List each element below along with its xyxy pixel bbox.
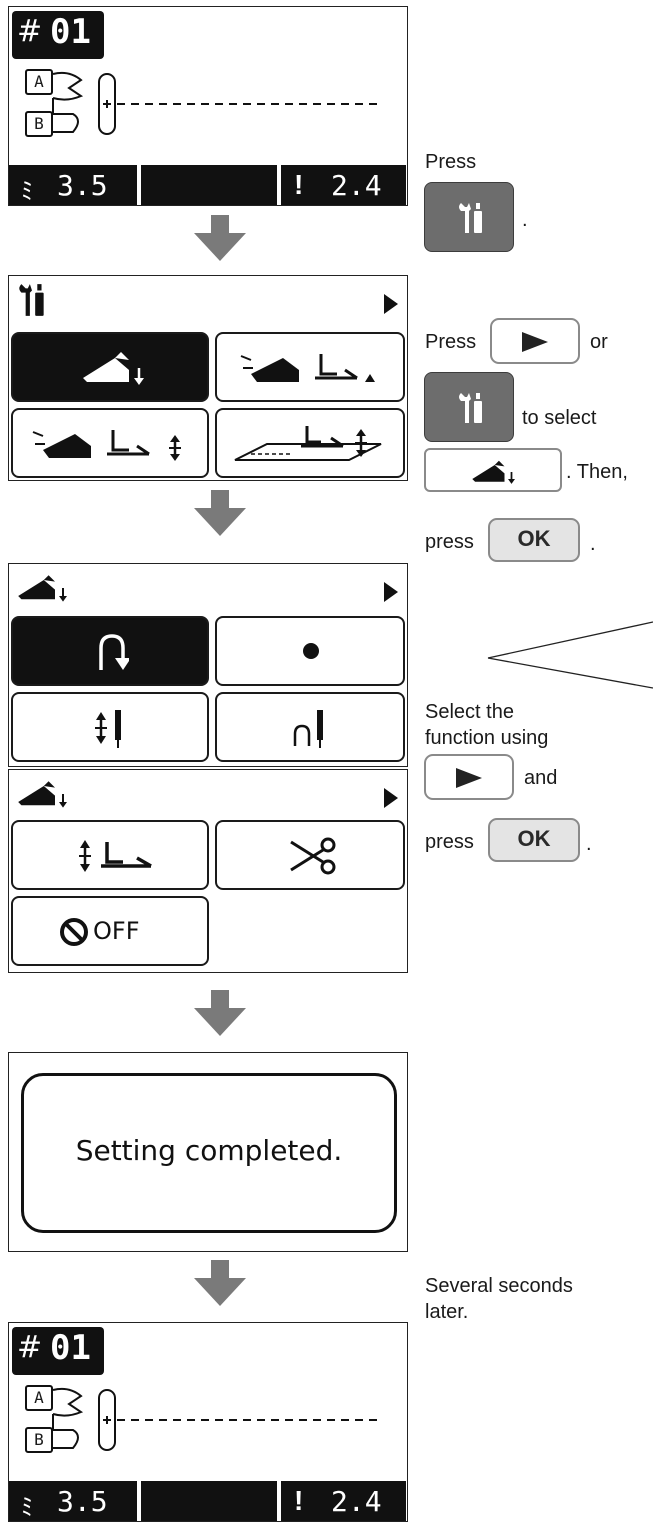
stitch-width-icon: ﾐ: [21, 1493, 33, 1521]
pattern-number-badge: # 01: [12, 11, 104, 59]
lcd-screen-completed: Setting completed.: [8, 1052, 408, 1252]
pivot-height-icon: [234, 426, 382, 461]
presser-foot-down-icon: [18, 575, 67, 602]
settings-button[interactable]: [424, 372, 514, 442]
right-arrow-button[interactable]: [424, 754, 514, 800]
instruction-and: and: [524, 767, 558, 789]
pivot-height-option[interactable]: [215, 408, 405, 478]
instruction-press-4: press: [425, 831, 474, 853]
callout-lines: [487, 621, 653, 689]
right-arrow-icon: [384, 582, 398, 602]
off-label: OFF: [93, 917, 140, 945]
right-arrow-icon: [384, 788, 398, 808]
presser-foot-down-icon: [18, 781, 67, 808]
scissors-icon: [290, 837, 336, 875]
buttonhole-b-box: B: [25, 111, 53, 137]
presser-foot-diagram-icon: [52, 1387, 383, 1451]
lcd-screen-settings: [8, 275, 408, 481]
lcd-screen-function-1: [8, 563, 408, 767]
reverse-stitch-option[interactable]: [11, 616, 209, 686]
stitch-width-icon: ﾐ: [21, 177, 33, 205]
lcd-screen-pattern-2: # 01 A B ﾐ 3.5 ! 2.4: [8, 1322, 408, 1522]
buttonhole-a-box: A: [25, 69, 53, 95]
settings-icon: [459, 203, 482, 233]
ok-button[interactable]: OK: [488, 518, 580, 562]
instruction-press-1: Press: [425, 151, 477, 173]
pattern-number-badge: # 01: [12, 1327, 104, 1375]
presser-foot-diagram-icon: [52, 71, 383, 135]
instruction-period-2: .: [590, 533, 596, 555]
right-arrow-icon: [456, 768, 482, 788]
setting-completed-message: Setting completed.: [75, 1134, 343, 1167]
instruction-or: or: [590, 331, 608, 353]
instruction-several-seconds: Several seconds: [425, 1275, 573, 1297]
pattern-number: 01: [50, 1328, 91, 1368]
no-icon: [60, 918, 88, 946]
presser-foot-up-down-option[interactable]: [11, 820, 209, 890]
status-bar: ﾐ 3.5 ! 2.4: [9, 165, 406, 205]
dot-icon: [303, 643, 319, 659]
instruction-period-1: .: [522, 209, 528, 231]
status-divider: [137, 1481, 141, 1521]
needle-position-option[interactable]: [215, 616, 405, 686]
presser-foot-down-icon: [83, 352, 144, 385]
status-divider: [277, 165, 281, 205]
right-arrow-button[interactable]: [490, 318, 580, 364]
grid-icon: #: [17, 14, 43, 49]
needle-up-down-option[interactable]: [11, 692, 209, 762]
instruction-period-3: .: [586, 833, 592, 855]
lcd-screen-pattern-1: # 01 A B ﾐ 3.5 ! 2.4: [8, 6, 408, 206]
instruction-select-the: Select the: [425, 701, 514, 723]
settings-button[interactable]: [424, 182, 514, 252]
needle-stop-icon: [293, 710, 323, 748]
presser-foot-up-icon: [240, 354, 375, 382]
down-arrow-icon: [194, 490, 246, 536]
needle-stop-option[interactable]: [215, 692, 405, 762]
stitch-width-value: 3.5: [57, 169, 108, 202]
stitch-length-icon: !: [294, 1485, 304, 1516]
down-arrow-icon: [194, 215, 246, 261]
reverse-icon: [99, 634, 129, 670]
message-box: Setting completed.: [21, 1073, 397, 1233]
instruction-press-2: Press: [425, 331, 477, 353]
stitch-length-icon: !: [294, 169, 304, 200]
thread-cut-option[interactable]: [215, 820, 405, 890]
presser-foot-up-down-icon: [79, 840, 152, 872]
down-arrow-icon: [194, 990, 246, 1036]
right-arrow-icon: [384, 294, 398, 314]
instruction-to-select: to select: [522, 407, 597, 429]
stitch-length-value: 2.4: [331, 169, 382, 202]
presser-foot-adjust-icon: [32, 430, 181, 461]
pattern-number: 01: [50, 12, 91, 52]
stitch-length-value: 2.4: [331, 1485, 382, 1518]
presser-foot-adjust-option[interactable]: [11, 408, 209, 478]
instruction-later: later.: [425, 1301, 469, 1323]
instruction-function-using: function using: [425, 727, 549, 749]
grid-icon: #: [17, 1330, 43, 1365]
status-divider: [137, 165, 141, 205]
down-arrow-icon: [194, 1260, 246, 1306]
right-arrow-icon: [522, 332, 548, 352]
instruction-then: . Then,: [566, 461, 628, 483]
status-bar: ﾐ 3.5 ! 2.4: [9, 1481, 406, 1521]
lcd-screen-function-2: OFF: [8, 769, 408, 973]
settings-icon: [459, 393, 482, 423]
needle-up-down-icon: [95, 710, 121, 748]
presser-foot-up-option[interactable]: [215, 332, 405, 402]
ok-button[interactable]: OK: [488, 818, 580, 862]
instruction-press-3: press: [425, 531, 474, 553]
status-divider: [277, 1481, 281, 1521]
presser-foot-key[interactable]: [424, 448, 562, 492]
presser-foot-down-option[interactable]: [11, 332, 209, 402]
buttonhole-b-box: B: [25, 1427, 53, 1453]
stitch-width-value: 3.5: [57, 1485, 108, 1518]
settings-icon: [19, 284, 44, 316]
buttonhole-a-box: A: [25, 1385, 53, 1411]
presser-foot-down-icon: [472, 460, 515, 484]
off-option[interactable]: OFF: [11, 896, 209, 966]
